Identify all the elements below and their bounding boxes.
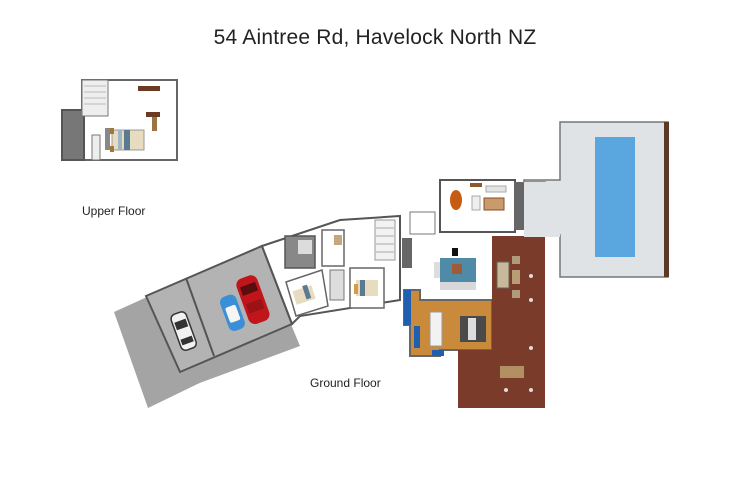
page-title: 54 Aintree Rd, Havelock North NZ — [213, 26, 537, 49]
upper-floor-label: Upper Floor — [82, 204, 146, 218]
ground-floor-wing — [260, 211, 436, 326]
kitchen — [403, 289, 493, 357]
white-car — [170, 311, 198, 351]
ground-floor-label: Ground Floor — [310, 376, 381, 390]
upper-floor-plan — [61, 79, 178, 161]
swimming-pool — [595, 137, 635, 257]
pool-area — [523, 121, 669, 278]
red-car — [236, 275, 270, 325]
blue-car — [220, 294, 245, 331]
garage — [114, 244, 300, 408]
living-area — [415, 179, 524, 295]
timber-deck — [458, 236, 545, 408]
